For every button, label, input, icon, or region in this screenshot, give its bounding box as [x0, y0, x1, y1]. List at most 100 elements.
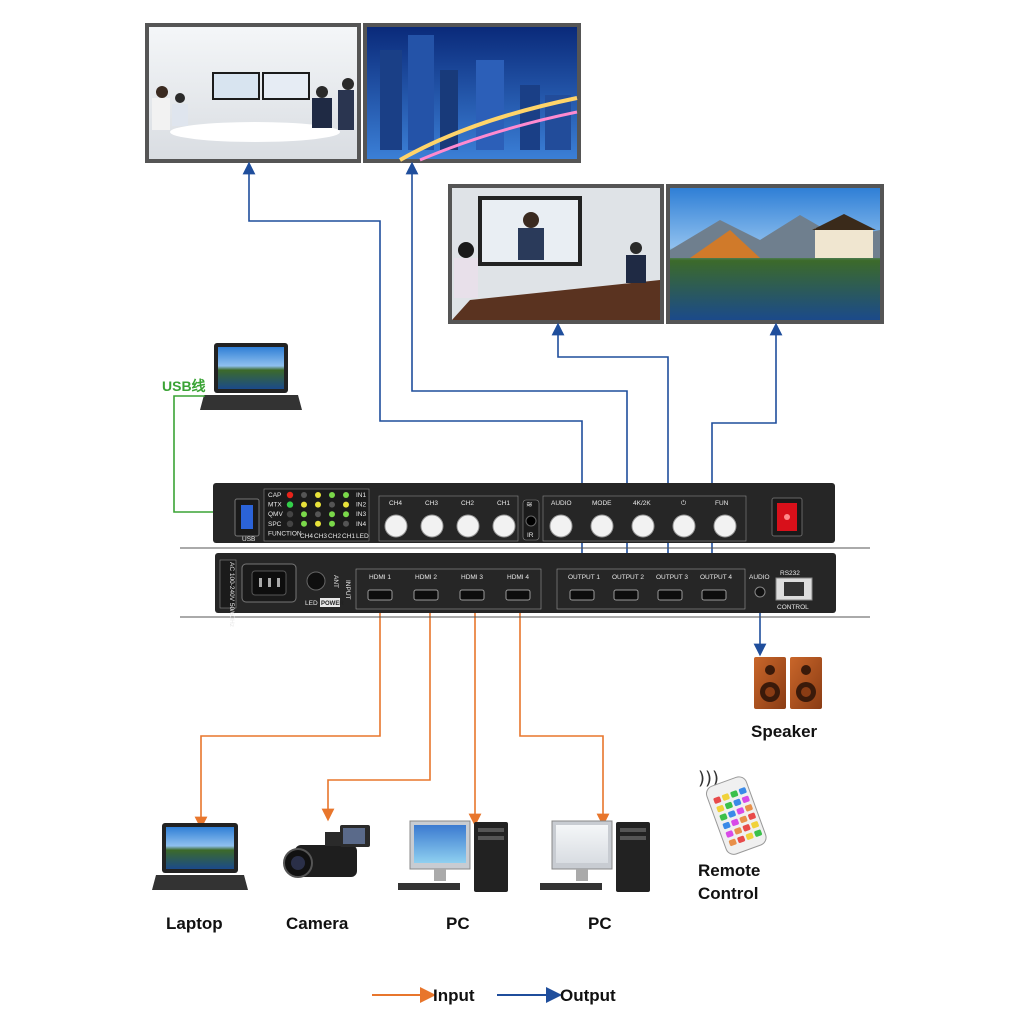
hdmi-input-label: HDMI 1 — [369, 574, 391, 581]
channel-button[interactable] — [492, 514, 516, 538]
function-button-label: FUN — [715, 500, 729, 507]
remote-key — [724, 801, 733, 810]
monitor-4 — [666, 184, 884, 324]
rear-panel: AC 100-240V 50/60Hz LED POWER ANT INPUT … — [180, 553, 870, 627]
channel-led — [329, 511, 335, 518]
hdmi-output-label: OUTPUT 3 — [656, 574, 688, 581]
input-indicator-label: IN3 — [356, 511, 367, 518]
channel-led — [343, 492, 349, 498]
remote-key — [725, 830, 734, 838]
ir-label: IR — [527, 532, 534, 539]
channel-button[interactable] — [456, 514, 480, 538]
channel-column-label: CH3 — [314, 533, 327, 540]
remote-key — [728, 838, 737, 847]
channel-led — [301, 511, 307, 518]
remote-key — [736, 807, 745, 815]
channel-led — [329, 492, 335, 498]
usb-label: USB线 — [162, 378, 206, 394]
channel-column-label: LED — [356, 533, 369, 540]
remote-key — [737, 835, 746, 843]
channel-button-label: CH2 — [461, 500, 474, 507]
legend: Input Output — [372, 986, 616, 1005]
remote-control-icon: ))) — [698, 768, 767, 855]
hdmi-output-port[interactable] — [569, 589, 595, 601]
function-button[interactable] — [672, 514, 696, 538]
monitor-1 — [145, 23, 361, 163]
channel-led — [343, 520, 349, 527]
pc-1-label: PC — [446, 914, 470, 933]
function-button[interactable] — [631, 514, 655, 538]
channel-led — [301, 501, 307, 508]
remote-key — [742, 824, 751, 832]
channel-led — [315, 501, 321, 508]
channel-led — [329, 520, 335, 527]
status-led — [286, 491, 294, 499]
signal-icon: ))) — [698, 768, 719, 789]
led-label: LED — [305, 600, 318, 607]
function-button-label: AUDIO — [551, 500, 572, 507]
function-button[interactable] — [713, 514, 737, 538]
input-line-camera — [321, 608, 431, 822]
channel-led — [315, 520, 321, 527]
remote-label-line1: Remote — [698, 861, 760, 880]
hdmi-output-port[interactable] — [701, 589, 727, 601]
usb-cable-line — [173, 395, 234, 513]
hdmi-input-port[interactable] — [505, 589, 531, 601]
audio-port-label: AUDIO — [749, 574, 770, 581]
hdmi-output-port[interactable] — [657, 589, 683, 601]
function-button-label: ⏻ — [681, 500, 686, 507]
camera-icon — [283, 825, 370, 878]
channel-led — [343, 501, 349, 508]
hdmi-input-port[interactable] — [459, 589, 485, 601]
laptop-label: Laptop — [166, 914, 223, 933]
speaker-icon — [754, 657, 822, 709]
laptop-icon — [152, 823, 248, 890]
input-line-laptop — [194, 608, 381, 830]
remote-key — [748, 812, 756, 820]
remote-key — [716, 805, 725, 813]
status-led — [286, 501, 294, 508]
remote-key — [751, 821, 759, 829]
camera-label: Camera — [286, 914, 349, 933]
legend-output-label: Output — [560, 986, 616, 1005]
wifi-icon: ≋ — [526, 500, 533, 509]
remote-key — [719, 813, 728, 821]
channel-column-label: CH2 — [328, 533, 341, 540]
hdmi-input-port[interactable] — [367, 589, 393, 601]
pc-1-icon — [398, 820, 508, 892]
status-led — [286, 511, 294, 518]
speaker-label: Speaker — [751, 722, 818, 741]
ant-label: ANT — [332, 575, 339, 588]
channel-led — [315, 492, 321, 498]
output-line-3 — [551, 322, 669, 593]
status-label: CAP — [268, 492, 281, 499]
usb-laptop — [200, 343, 302, 410]
function-button[interactable] — [549, 514, 573, 538]
hdmi-output-port[interactable] — [613, 589, 639, 601]
function-button[interactable] — [590, 514, 614, 538]
hdmi-input-label: HDMI 4 — [507, 574, 529, 581]
usb-port-label: USB — [242, 536, 255, 543]
power-spec-label: AC 100-240V 50/60Hz — [228, 562, 235, 627]
channel-button-label: CH4 — [389, 500, 402, 507]
function-button-label: MODE — [592, 500, 612, 507]
channel-button[interactable] — [384, 514, 408, 538]
channel-led — [343, 511, 349, 518]
remote-key — [728, 810, 736, 818]
hdmi-input-label: HDMI 2 — [415, 574, 437, 581]
remote-key — [722, 821, 731, 830]
remote-key — [741, 795, 750, 803]
remote-key — [754, 829, 763, 837]
channel-led — [301, 520, 307, 527]
remote-key — [744, 804, 753, 812]
remote-key — [738, 787, 747, 795]
control-label: CONTROL — [777, 604, 809, 611]
channel-button[interactable] — [420, 514, 444, 538]
hdmi-input-port[interactable] — [413, 589, 439, 601]
status-label: SPC — [268, 521, 282, 528]
input-indicator-label: IN4 — [356, 521, 367, 528]
input-indicator-label: IN1 — [356, 492, 367, 499]
hdmi-output-label: OUTPUT 4 — [700, 574, 732, 581]
status-label: QMV — [268, 511, 283, 518]
channel-led — [301, 492, 307, 498]
